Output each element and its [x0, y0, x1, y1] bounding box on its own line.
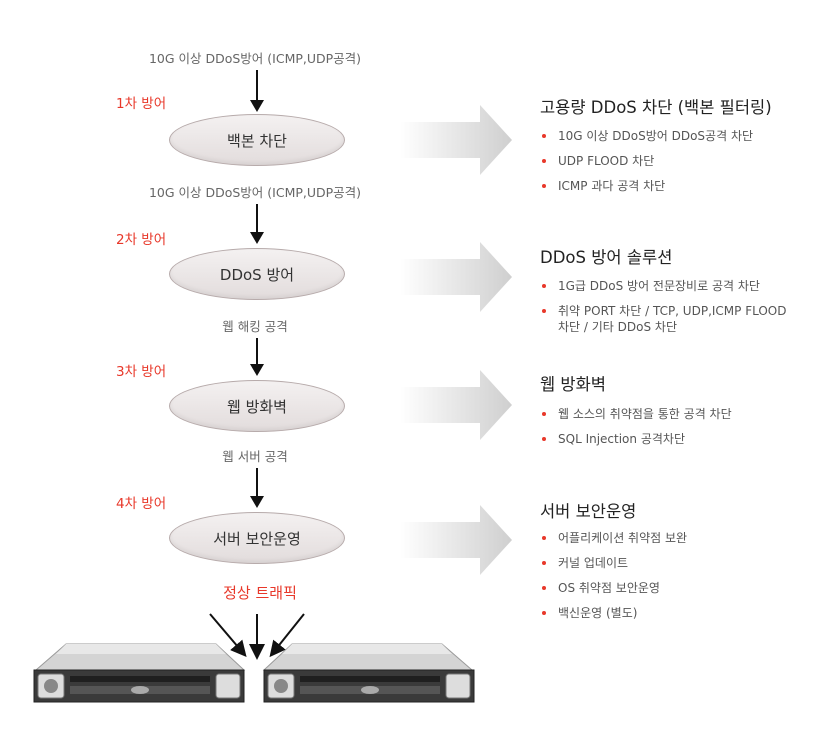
- attack-label-2: 10G 이상 DDoS방어 (ICMP,UDP공격): [148, 185, 362, 200]
- section-list-ddos: 1G급 DDoS 방어 전문장비로 공격 차단 취약 PORT 차단 / TCP…: [540, 278, 814, 344]
- section-list-server-security: 어플리케이션 취약점 보완 커널 업데이트 OS 취약점 보안운영 백신운영 (…: [540, 530, 814, 630]
- list-item: 웹 소스의 취약점을 통한 공격 차단: [540, 406, 814, 422]
- list-item: OS 취약점 보안운영: [540, 580, 814, 596]
- list-item: 백신운영 (별도): [540, 605, 814, 621]
- flow-arrow-line-2: [256, 204, 258, 234]
- list-item: 10G 이상 DDoS방어 DDoS공격 차단: [540, 128, 814, 144]
- section-title-server-security: 서버 보안운영: [540, 502, 637, 521]
- attack-label-1: 10G 이상 DDoS방어 (ICMP,UDP공격): [148, 51, 362, 66]
- traffic-arrow-right: [269, 613, 305, 658]
- attack-label-3: 웹 해킹 공격: [222, 319, 288, 334]
- list-item: SQL Injection 공격차단: [540, 431, 814, 447]
- normal-traffic-label: 정상 트래픽: [223, 584, 297, 602]
- list-item: 1G급 DDoS 방어 전문장비로 공격 차단: [540, 278, 814, 294]
- flow-arrow-head-4: [250, 496, 264, 508]
- flow-arrow-line-3: [256, 338, 258, 366]
- section-title-web-firewall: 웹 방화벽: [540, 375, 606, 394]
- traffic-arrow-left: [209, 613, 247, 658]
- list-item: 커널 업데이트: [540, 555, 814, 571]
- flow-arrow-head-1: [250, 100, 264, 112]
- list-item: UDP FLOOD 차단: [540, 153, 814, 169]
- node-server-security: 서버 보안운영: [169, 512, 345, 564]
- section-list-web-firewall: 웹 소스의 취약점을 통한 공격 차단 SQL Injection 공격차단: [540, 406, 814, 456]
- node-ddos-defense: DDoS 방어: [169, 248, 345, 300]
- list-item: 취약 PORT 차단 / TCP, UDP,ICMP FLOOD 차단 / 기타…: [540, 303, 798, 335]
- gray-arrow-4: [400, 505, 512, 575]
- stage-label-4: 4차 방어: [116, 496, 167, 512]
- list-item: ICMP 과다 공격 차단: [540, 178, 814, 194]
- server-image-left: [33, 643, 246, 703]
- flow-arrow-line-1: [256, 70, 258, 102]
- flow-arrow-line-4: [256, 468, 258, 498]
- server-image-right: [262, 643, 475, 703]
- section-list-backbone: 10G 이상 DDoS방어 DDoS공격 차단 UDP FLOOD 차단 ICM…: [540, 128, 814, 203]
- node-backbone-block: 백본 차단: [169, 114, 345, 166]
- stage-label-1: 1차 방어: [116, 96, 167, 112]
- flow-arrow-head-2: [250, 232, 264, 244]
- flow-arrow-head-3: [250, 364, 264, 376]
- gray-arrow-3: [400, 370, 512, 440]
- list-item: 어플리케이션 취약점 보완: [540, 530, 814, 546]
- attack-label-4: 웹 서버 공격: [222, 449, 288, 464]
- gray-arrow-2: [400, 242, 512, 312]
- stage-label-2: 2차 방어: [116, 232, 167, 248]
- traffic-arrows: [209, 613, 305, 660]
- node-web-firewall: 웹 방화벽: [169, 380, 345, 432]
- section-title-ddos: DDoS 방어 솔루션: [540, 248, 673, 267]
- section-title-backbone: 고용량 DDoS 차단 (백본 필터링): [540, 98, 772, 117]
- stage-label-3: 3차 방어: [116, 364, 167, 380]
- gray-arrow-1: [400, 105, 512, 175]
